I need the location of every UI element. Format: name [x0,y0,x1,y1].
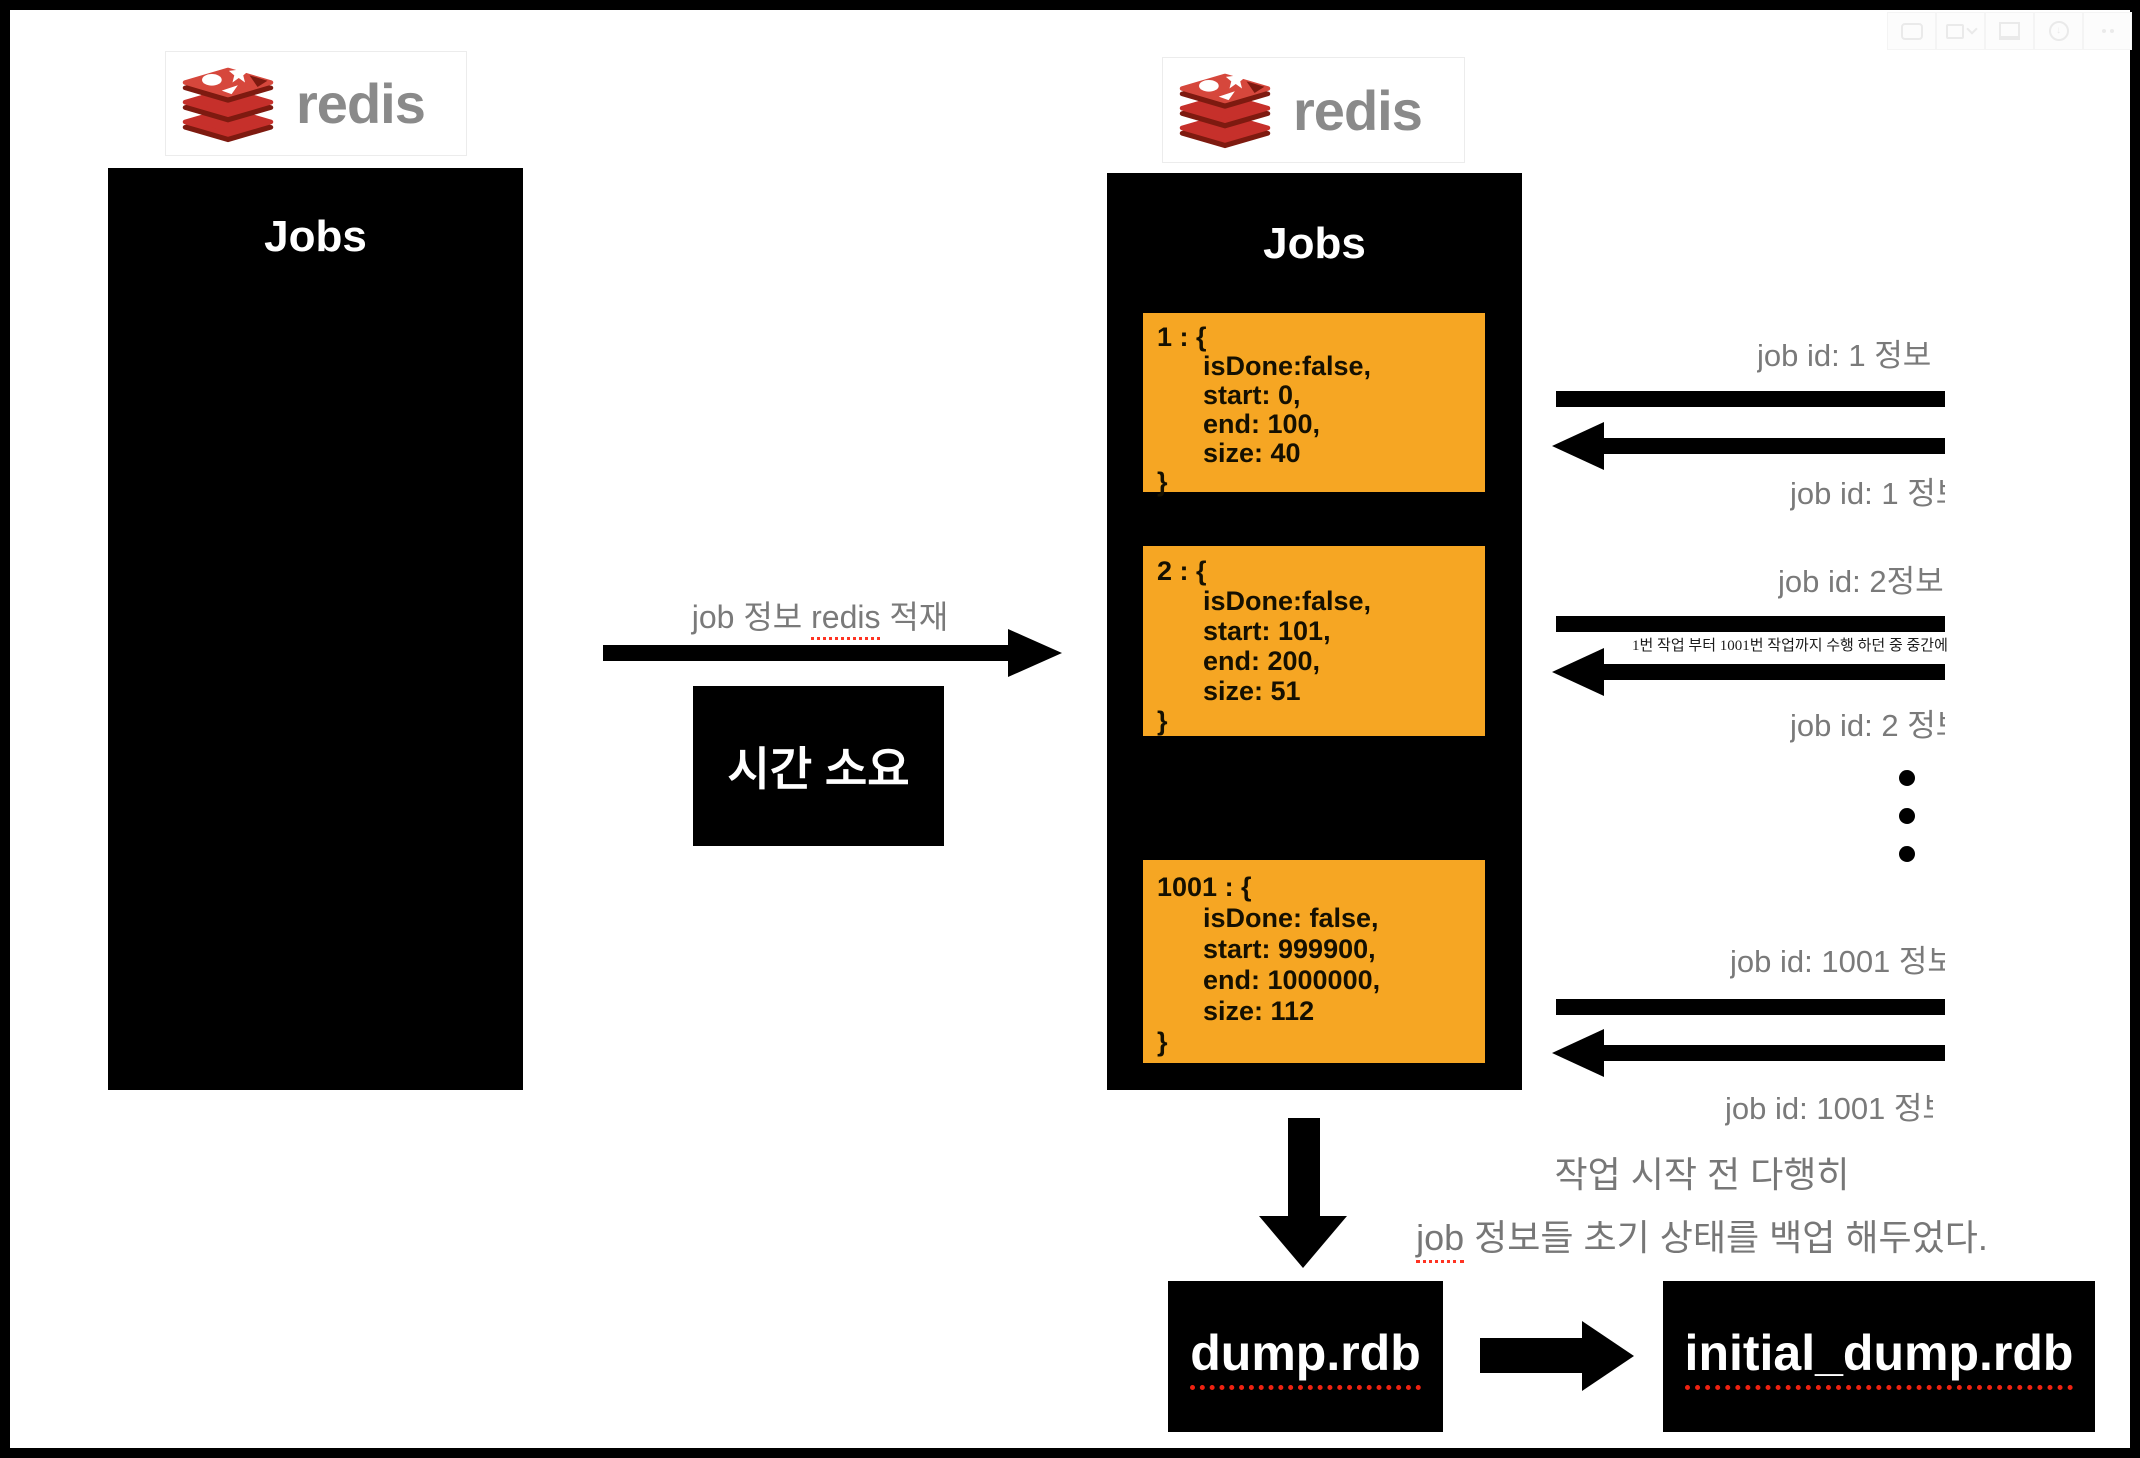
backup-arrow-shaft [1288,1118,1320,1216]
window-menu-button[interactable] [1936,12,1985,50]
midway-failure-note: 1번 작업 부터 1001번 작업까지 수행 하던 중 중간에 [1632,638,1948,654]
exchange3-response-arrow-head [1552,1029,1604,1077]
exchange1-response-arrow-head [1552,422,1604,470]
chevron-down-icon [1965,23,1978,35]
redis-logo-icon [182,63,274,142]
copy-arrow-shaft [1480,1338,1582,1373]
comment-button[interactable] [1887,12,1936,50]
jobs-box-right-title: Jobs [1263,219,1366,268]
exchange2-request-label: job id: 2정보 [1778,556,1944,601]
backup-caption-line1: 작업 시작 전 다행히 [1554,1154,1850,1195]
job-word-spellchecked: job [1416,1217,1465,1263]
exchange2-request-arrow [1556,616,1945,632]
dump-rdb-label: dump.rdb [1190,1324,1421,1390]
initial-dump-rdb-label: initial_dump.rdb [1684,1324,2074,1390]
exchange1-request-label: job id: 1 정보 [1757,330,1931,375]
initial-dump-rdb-box: initial_dump.rdb [1663,1281,2095,1432]
ingest-arrow-label: job 정보 redis 적재 [640,592,1000,640]
exchange2-response-arrow-head [1552,648,1604,696]
ingest-arrow-shaft [603,645,1008,661]
redis-wordmark: redis [296,72,426,135]
job-card-1: 1 : { isDone:false, start: 0, end: 100, … [1143,313,1485,497]
backup-caption: 작업 시작 전 다행히 job 정보들 초기 상태를 백업 해두었다. [1392,1143,2012,1269]
redis-brand-card-right: redis [1162,57,1465,163]
exchange1-response-label: job id: 1 정보 [1790,476,1945,511]
jobs-box-left: Jobs [108,168,523,1090]
exchange3-request-arrow [1556,999,1945,1015]
ellipsis-dot [1899,846,1915,862]
download-icon: ↓ [2048,21,2069,41]
redis-wordmark: redis [1293,78,1423,142]
viewer-toolbar: ↓ [1887,12,2132,50]
copy-arrow-head [1582,1321,1634,1391]
job-card-2: 2 : { isDone:false, start: 101, end: 200… [1143,546,1485,736]
ellipsis-dot [1899,770,1915,786]
comment-icon [1900,22,1923,40]
dump-rdb-box: dump.rdb [1168,1281,1443,1432]
redis-brand-card-left: redis [165,51,467,156]
ingest-arrow-head [1008,629,1062,677]
ellipsis-dot [1899,808,1915,824]
backup-caption-line2: job 정보들 초기 상태를 백업 해두었다. [1392,1206,2012,1269]
exchange3-response-arrow [1604,1045,1945,1061]
jobs-box-left-title: Jobs [264,212,367,261]
download-button[interactable]: ↓ [2034,12,2083,50]
display-button[interactable] [1985,12,2034,50]
redis-logo-icon [1179,69,1271,149]
display-icon [1999,22,2020,40]
time-note-text: 시간 소요 [727,743,910,795]
exchange2-response-arrow [1604,664,1945,680]
exchange2-response-label: job id: 2 정보 [1790,708,1945,743]
more-button[interactable] [2083,12,2132,50]
exchange3-request-label: job id: 1001 정보 [1730,936,1945,981]
more-icon [2101,29,2114,33]
exchange3-response-label: job id: 1001 정보 [1725,1091,1933,1126]
job-card-1001: 1001 : { isDone: false, start: 999900, e… [1143,860,1485,1063]
window-icon [1945,23,1964,39]
backup-arrow-head [1259,1216,1347,1268]
exchange1-response-arrow [1604,438,1945,454]
time-note-box: 시간 소요 [693,686,944,846]
redis-word-spellchecked: redis [811,599,881,640]
exchange1-request-arrow [1556,391,1945,407]
